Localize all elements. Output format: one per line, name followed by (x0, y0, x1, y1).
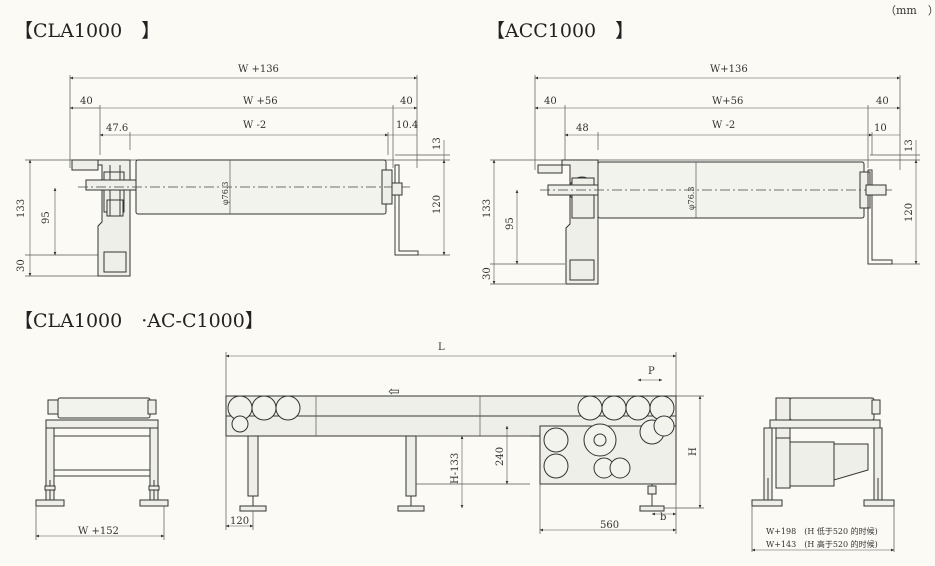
dim-95: 95 (41, 211, 52, 224)
dim-10-4: 10.4 (396, 120, 418, 131)
dim-phi76-3: φ76.3 (687, 187, 696, 210)
dim-L: L (438, 342, 445, 353)
dim-133: 133 (16, 199, 27, 218)
note-h-above-520: W+143 (H 高于520 的时候) (766, 539, 878, 549)
dim-10: 10 (874, 123, 887, 134)
title-cla-acc1000: 【CLA1000 ·AC-C1000】 (14, 310, 264, 332)
dim-H-133: H-133 (450, 453, 461, 484)
dim-133: 133 (482, 199, 493, 218)
dim-w56: W +56 (243, 96, 278, 107)
dim-w56: W+56 (712, 96, 743, 107)
dim-120: 120 (432, 195, 443, 214)
dim-13: 13 (432, 137, 443, 150)
dim-w-2: W -2 (712, 120, 735, 131)
dim-w-2: W -2 (243, 120, 266, 131)
title-cla1000: 【CLA1000 】 (14, 20, 160, 42)
dim-w136: W +136 (238, 64, 279, 75)
dim-120: 120 (904, 203, 915, 222)
dim-w136: W+136 (710, 64, 748, 75)
dim-13: 13 (904, 139, 915, 152)
dim-w152: W +152 (78, 526, 119, 537)
acc1000-section-view: W+136 40 W+56 40 48 W -2 10 133 95 30 13… (482, 64, 920, 285)
title-acc1000: 【ACC1000 】 (486, 20, 634, 42)
dim-47-6: 47.6 (106, 123, 128, 134)
dim-40-left: 40 (80, 96, 93, 107)
dim-560: 560 (600, 520, 619, 531)
unit-label: （mm ） (885, 4, 935, 17)
dim-phi76-3: φ76.3 (221, 182, 230, 205)
dim-30: 30 (16, 259, 27, 272)
end-view-right: W+198 (H 低于520 的时候) W+143 (H 高于520 的时候) (751, 397, 895, 552)
dim-40-right: 40 (400, 96, 413, 107)
dim-b: b (660, 512, 666, 523)
dim-30: 30 (482, 267, 493, 280)
dim-H: H (688, 447, 699, 456)
dim-95: 95 (505, 217, 516, 230)
side-view-middle: L ⇦ P (225, 342, 704, 534)
cla1000-section-view: W +136 40 W +56 40 47.6 W -2 10.4 133 95… (16, 64, 450, 277)
dim-40-right: 40 (876, 96, 889, 107)
dim-120: 120 (230, 516, 249, 527)
end-view-left: W +152 (35, 397, 169, 540)
dim-48: 48 (576, 123, 589, 134)
direction-arrow: ⇦ (388, 384, 400, 400)
note-h-below-520: W+198 (H 低于520 的时候) (766, 526, 878, 536)
dim-240: 240 (495, 447, 506, 466)
dim-40-left: 40 (544, 96, 557, 107)
dim-P: P (648, 366, 655, 377)
